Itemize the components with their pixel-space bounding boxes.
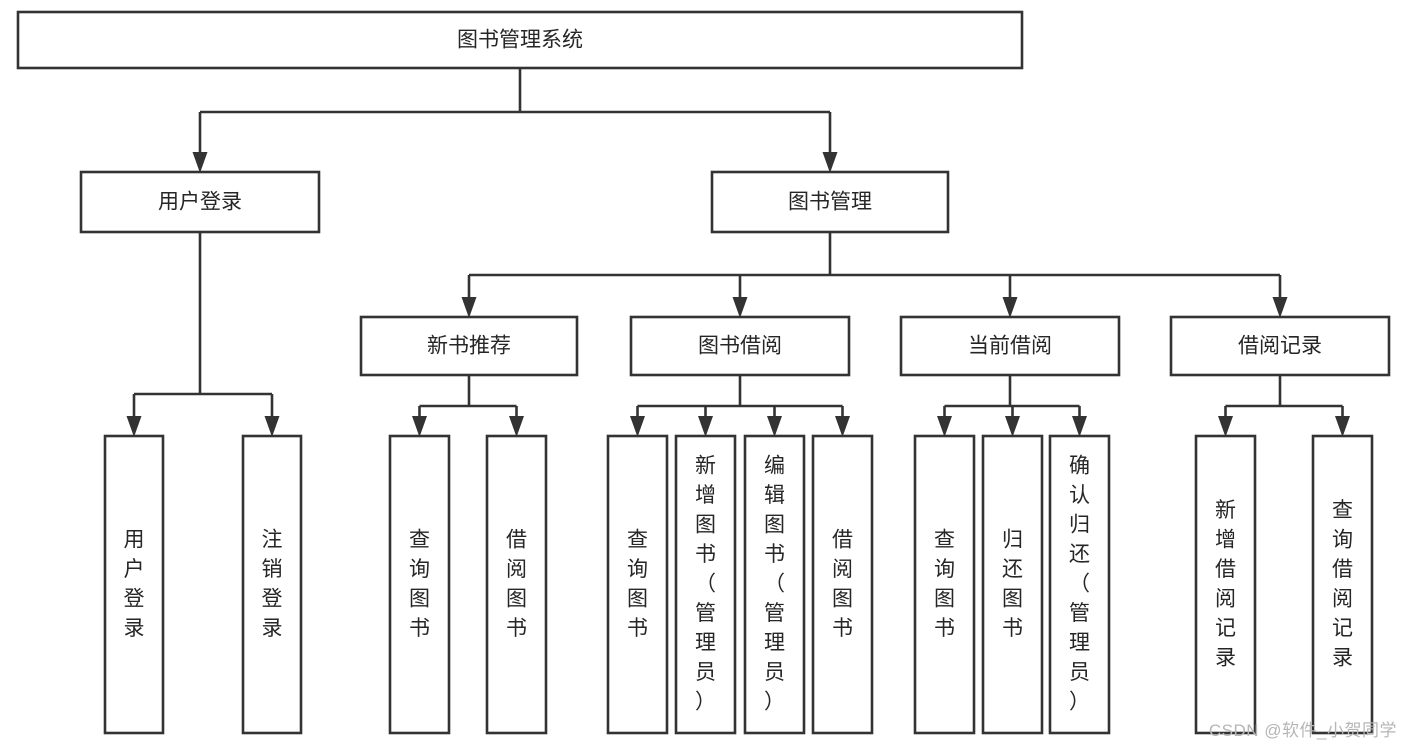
arrow-head-icon xyxy=(835,416,850,437)
node-label: 借阅图书 xyxy=(832,528,853,640)
arrow-head-icon xyxy=(192,152,208,173)
arrow-head-icon xyxy=(264,416,280,437)
node-label: 查询借阅记录 xyxy=(1332,499,1353,670)
node-borrow[interactable]: 图书借阅 xyxy=(629,315,851,377)
node-box xyxy=(899,315,1121,377)
node-box xyxy=(388,434,451,735)
watermark-text: CSDN @软件_小贺同学 xyxy=(1208,721,1397,740)
arrow-head-icon xyxy=(630,416,645,437)
arrow-head-icon xyxy=(126,416,142,437)
node-leaf-user-login[interactable]: 用户登录 xyxy=(103,434,165,735)
connector-group-bookmgmt xyxy=(461,232,1288,318)
node-box xyxy=(710,170,950,234)
arrow-head-icon xyxy=(822,152,838,173)
connector-group-newbook xyxy=(412,375,524,437)
arrow-head-icon xyxy=(1002,297,1018,318)
node-label: 图书借阅 xyxy=(698,335,782,358)
arrow-head-icon xyxy=(1218,416,1233,437)
node-box xyxy=(485,434,548,735)
arrow-head-icon xyxy=(1272,297,1288,318)
connector-group-borrow xyxy=(630,375,850,437)
node-label: 查询图书 xyxy=(409,528,430,640)
arrow-head-icon xyxy=(1005,416,1020,437)
node-label: 注销登录 xyxy=(262,528,283,640)
node-box xyxy=(913,434,976,735)
node-label: 新书推荐 xyxy=(427,335,511,358)
node-box xyxy=(16,10,1024,70)
arrow-head-icon xyxy=(412,416,427,437)
node-leaf-borrow-add[interactable]: 新增图书（管理员） xyxy=(674,434,737,735)
node-label: 新增借阅记录 xyxy=(1215,499,1236,670)
node-box xyxy=(629,315,851,377)
node-box xyxy=(79,170,321,234)
arrow-head-icon xyxy=(767,416,782,437)
node-box xyxy=(674,434,737,735)
node-label: 查询图书 xyxy=(934,528,955,640)
node-label: 用户登录 xyxy=(124,528,145,640)
node-leaf-current-query[interactable]: 查询图书 xyxy=(913,434,976,735)
arrow-head-icon xyxy=(1335,416,1350,437)
node-label: 确认归还（管理员） xyxy=(1069,455,1090,714)
node-label: 编辑图书（管理员） xyxy=(764,455,785,714)
node-leaf-borrow-lend[interactable]: 借阅图书 xyxy=(811,434,874,735)
node-box xyxy=(981,434,1044,735)
connector-layer xyxy=(126,68,1350,437)
node-box xyxy=(359,315,579,377)
node-leaf-user-logout[interactable]: 注销登录 xyxy=(241,434,303,735)
node-leaf-record-query[interactable]: 查询借阅记录 xyxy=(1311,434,1374,735)
connector-group-login xyxy=(126,232,280,437)
node-box xyxy=(1048,434,1111,735)
node-layer: 图书管理系统用户登录图书管理新书推荐图书借阅当前借阅借阅记录用户登录注销登录查询… xyxy=(16,10,1391,735)
node-box xyxy=(1311,434,1374,735)
node-box xyxy=(811,434,874,735)
node-leaf-newbook-borrow[interactable]: 借阅图书 xyxy=(485,434,548,735)
node-label: 归还图书 xyxy=(1002,528,1023,640)
connector-group-root xyxy=(192,68,838,173)
node-current[interactable]: 当前借阅 xyxy=(899,315,1121,377)
node-login[interactable]: 用户登录 xyxy=(79,170,321,234)
node-leaf-current-confirm[interactable]: 确认归还（管理员） xyxy=(1048,434,1111,735)
node-label: 查询图书 xyxy=(627,528,648,640)
node-label: 新增图书（管理员） xyxy=(695,455,716,714)
node-leaf-borrow-query[interactable]: 查询图书 xyxy=(606,434,669,735)
node-leaf-newbook-query[interactable]: 查询图书 xyxy=(388,434,451,735)
node-label: 借阅图书 xyxy=(506,528,527,640)
node-label: 借阅记录 xyxy=(1238,335,1322,358)
node-leaf-borrow-edit[interactable]: 编辑图书（管理员） xyxy=(743,434,806,735)
arrow-head-icon xyxy=(509,416,524,437)
node-record[interactable]: 借阅记录 xyxy=(1169,315,1391,377)
node-leaf-record-add[interactable]: 新增借阅记录 xyxy=(1194,434,1257,735)
node-newbook[interactable]: 新书推荐 xyxy=(359,315,579,377)
node-label: 用户登录 xyxy=(158,191,242,214)
arrow-head-icon xyxy=(732,297,748,318)
arrow-head-icon xyxy=(461,297,477,318)
arrow-head-icon xyxy=(937,416,952,437)
arrow-head-icon xyxy=(1072,416,1087,437)
connector-group-current xyxy=(937,375,1087,437)
node-box xyxy=(606,434,669,735)
node-box xyxy=(241,434,303,735)
node-bookmgmt[interactable]: 图书管理 xyxy=(710,170,950,234)
node-label: 图书管理系统 xyxy=(457,29,583,52)
node-box xyxy=(1194,434,1257,735)
node-root[interactable]: 图书管理系统 xyxy=(16,10,1024,70)
node-leaf-current-return[interactable]: 归还图书 xyxy=(981,434,1044,735)
node-label: 图书管理 xyxy=(788,191,872,214)
connector-group-record xyxy=(1218,375,1350,437)
node-box xyxy=(1169,315,1391,377)
node-box xyxy=(103,434,165,735)
node-box xyxy=(743,434,806,735)
arrow-head-icon xyxy=(698,416,713,437)
node-label: 当前借阅 xyxy=(968,335,1052,358)
